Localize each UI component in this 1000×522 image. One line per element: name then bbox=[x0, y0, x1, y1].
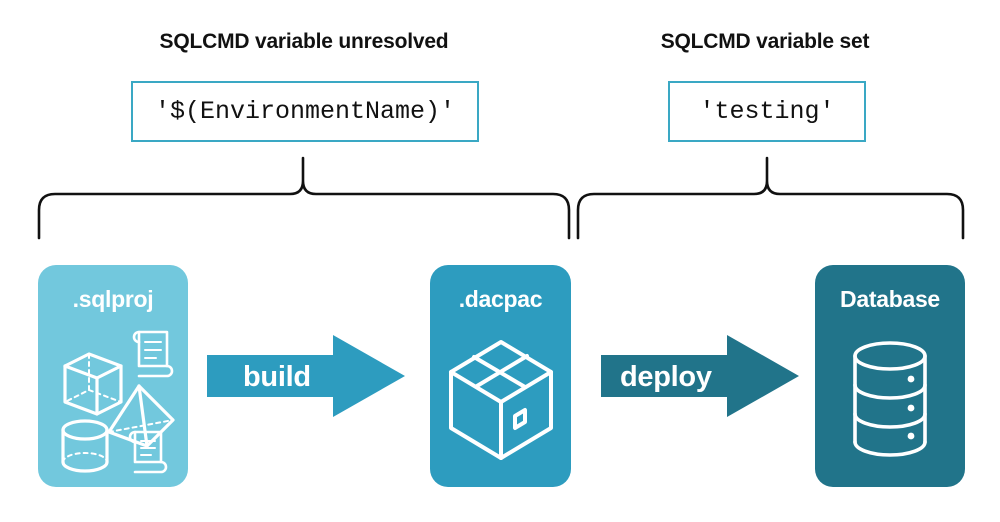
cylinder-wireframe-icon bbox=[61, 419, 109, 473]
arrow-deploy-label: deploy bbox=[620, 361, 712, 393]
scroll-icon bbox=[128, 430, 168, 474]
stage-label-dacpac: .dacpac bbox=[458, 286, 543, 312]
stage-card-dacpac: .dacpac bbox=[430, 265, 571, 487]
sqlproj-artwork bbox=[38, 313, 188, 487]
brace-set bbox=[576, 156, 965, 240]
package-box-icon bbox=[448, 340, 553, 460]
code-box-unresolved: '$(EnvironmentName)' bbox=[131, 81, 479, 142]
pyramid-wireframe-icon bbox=[107, 384, 175, 448]
code-box-set: 'testing' bbox=[668, 81, 866, 142]
stage-card-sqlproj: .sqlproj bbox=[38, 265, 188, 487]
stage-label-sqlproj: .sqlproj bbox=[72, 286, 154, 312]
arrow-deploy bbox=[601, 335, 799, 417]
cube-wireframe-icon bbox=[63, 352, 123, 416]
section-heading-set: SQLCMD variable set bbox=[660, 30, 870, 53]
database-cylinder-icon bbox=[853, 341, 927, 457]
brace-unresolved bbox=[37, 156, 571, 240]
dacpac-artwork bbox=[430, 313, 571, 487]
database-artwork bbox=[815, 313, 965, 487]
arrow-build-shape bbox=[207, 335, 405, 417]
section-heading-unresolved: SQLCMD variable unresolved bbox=[159, 30, 449, 53]
scroll-icon bbox=[132, 330, 174, 378]
stage-label-database: Database bbox=[840, 286, 940, 312]
stage-card-database: Database bbox=[815, 265, 965, 487]
arrow-build-label: build bbox=[243, 361, 311, 393]
arrow-build bbox=[207, 335, 405, 417]
arrow-deploy-shape bbox=[601, 335, 799, 417]
